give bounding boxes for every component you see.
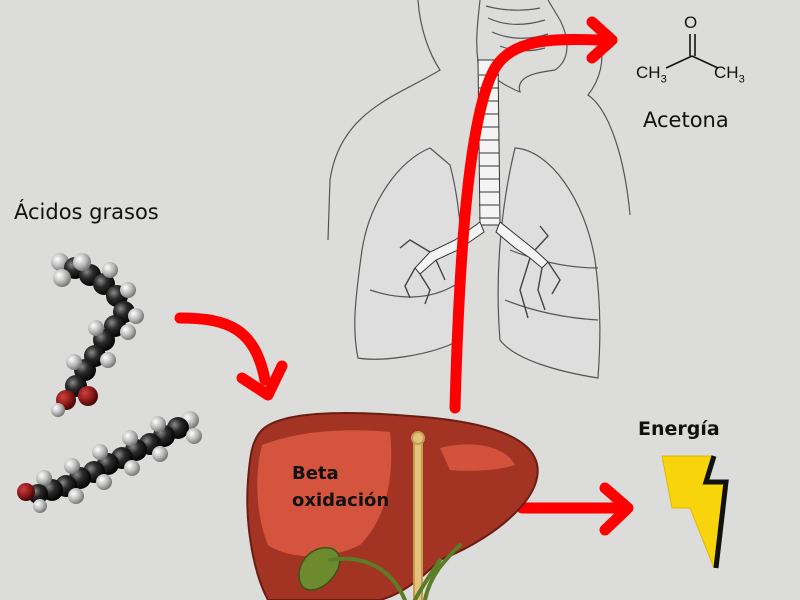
- liver-highlight-left: [257, 430, 392, 557]
- respiratory-system-illustration: [327, 0, 631, 379]
- acetone-label: Acetona: [643, 108, 729, 132]
- arrow-liver-to-energy-head: [599, 482, 634, 536]
- head-outline: [476, 0, 568, 94]
- acetone-methyl-right: CH3: [714, 63, 745, 86]
- arrow-fatty-to-liver-head: [236, 360, 288, 401]
- fatty-acid-molecule-1: [51, 253, 144, 417]
- liver-highlight-right: [440, 444, 515, 471]
- arrow-fatty-to-liver-shaft: [174, 312, 271, 386]
- acetone-methyl-left: CH3: [636, 63, 667, 86]
- energy-label: Energía: [638, 418, 720, 440]
- beta-oxidation-label: Beta oxidación: [292, 460, 389, 514]
- lung-fissures: [369, 249, 599, 321]
- arrows: [174, 16, 634, 536]
- arrow-liver-to-acetone-head: [586, 16, 618, 64]
- torso-outline: [327, 0, 631, 241]
- energy-bolt-icon: [661, 455, 729, 569]
- fatty-acid-molecule-2: [17, 411, 202, 513]
- fatty-acids-label: Ácidos grasos: [14, 200, 159, 224]
- hepatic-ducts: [328, 543, 462, 600]
- acetone-structure: [665, 34, 719, 69]
- acetone-oxygen-atom: O: [684, 13, 698, 32]
- beta-oxidation-line2: oxidación: [292, 490, 390, 511]
- beta-oxidation-line1: Beta: [292, 463, 339, 484]
- nasal-cavity: [485, 5, 549, 52]
- liver-illustration: [246, 411, 539, 600]
- arrow-liver-to-acetone-shaft: [449, 33, 604, 414]
